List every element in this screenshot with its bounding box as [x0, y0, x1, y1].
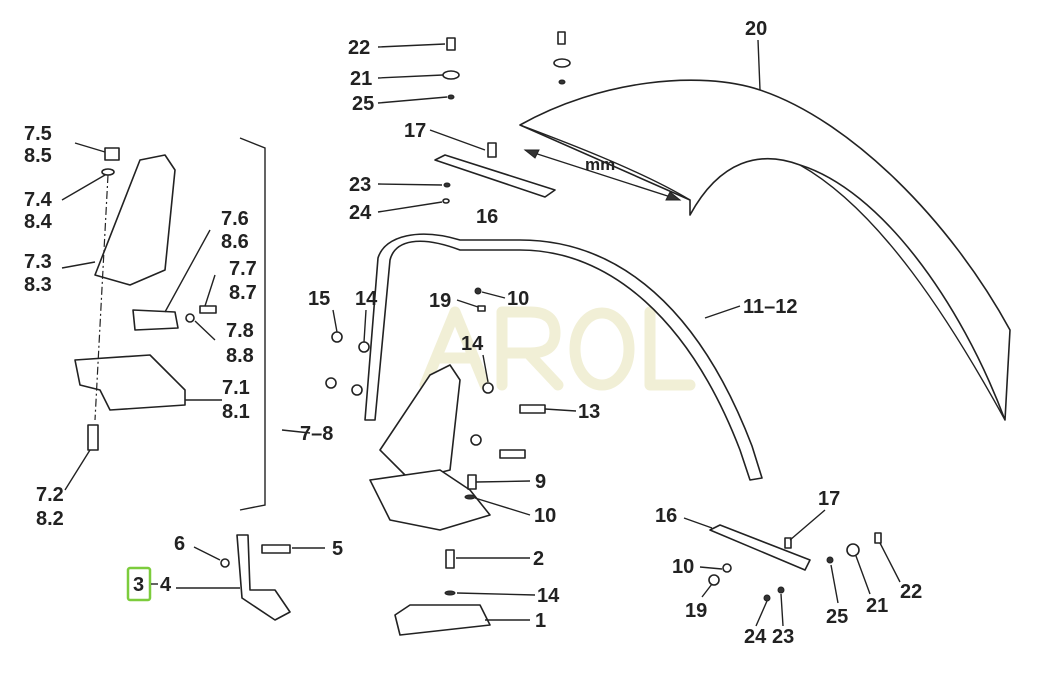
- strip-part-16[interactable]: [434, 154, 811, 571]
- callout-22[interactable]: 22: [348, 37, 370, 59]
- callout-3[interactable]: 3: [133, 574, 144, 596]
- callout-24[interactable]: 24: [744, 626, 767, 648]
- callout-14[interactable]: 14: [461, 333, 484, 355]
- callout-17[interactable]: 17: [404, 120, 426, 142]
- axis-line: [94, 174, 109, 421]
- callout-16[interactable]: 16: [655, 505, 677, 527]
- callout-15[interactable]: 15: [308, 288, 330, 310]
- callout-14[interactable]: 14: [355, 288, 378, 310]
- support-part-center[interactable]: [379, 364, 461, 481]
- callout-19[interactable]: 19: [429, 290, 451, 312]
- clip-part-7-6[interactable]: [132, 309, 179, 331]
- callout-23[interactable]: 23: [772, 626, 794, 648]
- callout-11-12[interactable]: 11–12: [743, 296, 798, 318]
- callout-7-1[interactable]: 7.1: [222, 377, 250, 399]
- hardware: [87, 31, 882, 602]
- callout-8-5[interactable]: 8.5: [24, 145, 52, 167]
- callout-25[interactable]: 25: [826, 606, 848, 628]
- callout-2[interactable]: 2: [533, 548, 544, 570]
- callout-24[interactable]: 24: [349, 202, 372, 224]
- plate-part-1[interactable]: [394, 604, 491, 636]
- callout-4[interactable]: 4: [160, 574, 172, 596]
- callout-7-4[interactable]: 7.4: [24, 189, 53, 211]
- group-bracket: [239, 137, 266, 511]
- callout-14[interactable]: 14: [537, 585, 560, 607]
- callout-7-3[interactable]: 7.3: [24, 251, 52, 273]
- bracket-part-3-4[interactable]: [236, 534, 291, 621]
- callout-5[interactable]: 5: [332, 538, 343, 560]
- callout-8-6[interactable]: 8.6: [221, 231, 249, 253]
- highlight-box: [126, 566, 152, 602]
- callout-22[interactable]: 22: [900, 581, 922, 603]
- callout-9[interactable]: 9: [535, 471, 546, 493]
- callout-25[interactable]: 25: [352, 93, 374, 115]
- callout-10[interactable]: 10: [507, 288, 529, 310]
- fender-bracket-part-11-12[interactable]: [364, 233, 763, 481]
- callout-21[interactable]: 21: [866, 595, 888, 617]
- callout-6[interactable]: 6: [174, 533, 185, 555]
- callout-17[interactable]: 17: [818, 488, 840, 510]
- mount-part-7-1[interactable]: [74, 354, 186, 411]
- callout-7-7[interactable]: 7.7: [229, 258, 257, 280]
- callout-7-2[interactable]: 7.2: [36, 484, 64, 506]
- callout-8-7[interactable]: 8.7: [229, 282, 257, 304]
- leader-lines: [61, 39, 901, 627]
- callout-13[interactable]: 13: [578, 401, 600, 423]
- callout-7-8[interactable]: 7–8: [300, 423, 333, 445]
- fender-part-20[interactable]: [519, 79, 1011, 421]
- mount-part-center[interactable]: [369, 469, 491, 531]
- dimension-label-mm: mm: [585, 155, 615, 174]
- callout-8-1[interactable]: 8.1: [222, 401, 250, 423]
- callout-8-2[interactable]: 8.2: [36, 508, 64, 530]
- callout-10[interactable]: 10: [534, 505, 556, 527]
- callout-16[interactable]: 16: [476, 206, 498, 228]
- support-part-7-3[interactable]: [94, 154, 176, 286]
- callout-19[interactable]: 19: [685, 600, 707, 622]
- callout-7-8[interactable]: 7.8: [226, 320, 254, 342]
- callout-7-5[interactable]: 7.5: [24, 123, 52, 145]
- watermark-logo: [419, 306, 696, 391]
- callout-7-6[interactable]: 7.6: [221, 208, 249, 230]
- dimension-arrow-mm: [523, 149, 682, 201]
- callout-10[interactable]: 10: [672, 556, 694, 578]
- callout-8-8[interactable]: 8.8: [226, 345, 254, 367]
- callout-8-3[interactable]: 8.3: [24, 274, 52, 296]
- callout-8-4[interactable]: 8.4: [24, 211, 53, 233]
- callout-21[interactable]: 21: [350, 68, 372, 90]
- callout-20[interactable]: 20: [745, 18, 767, 40]
- callout-1[interactable]: 1: [535, 610, 546, 632]
- callout-23[interactable]: 23: [349, 174, 371, 196]
